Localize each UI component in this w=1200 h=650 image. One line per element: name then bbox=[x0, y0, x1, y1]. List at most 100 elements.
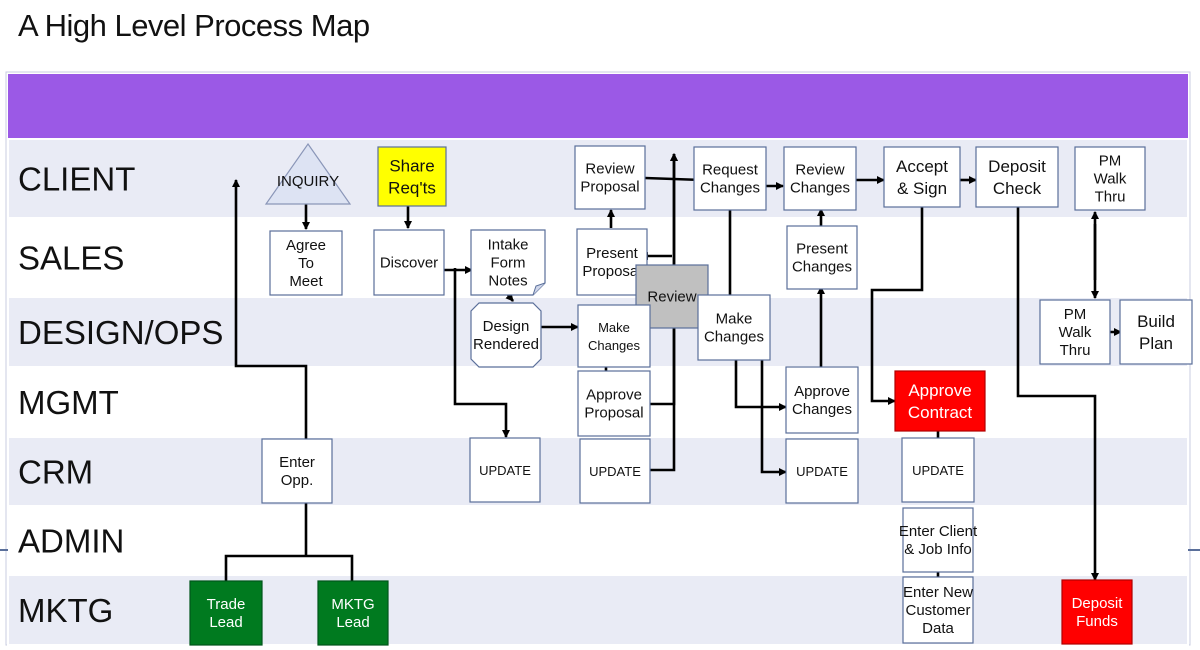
node-label-line: & Sign bbox=[897, 179, 947, 198]
connector-deposit-to-funds bbox=[1016, 207, 1099, 581]
node-label-line: Changes bbox=[588, 338, 641, 353]
connector-make2-to-update3 bbox=[760, 360, 787, 476]
node-shape-box bbox=[693, 146, 767, 211]
node-label-line: MKTG bbox=[331, 596, 374, 613]
node-shape-box bbox=[261, 438, 333, 504]
node-shape-box bbox=[469, 437, 541, 503]
lane-label-mgmt: MGMT bbox=[18, 384, 119, 421]
node-label-line: Lead bbox=[336, 614, 369, 631]
node-enter-client-job-info: Enter Client& Job Info bbox=[899, 507, 978, 573]
node-label-line: Check bbox=[993, 179, 1042, 198]
node-label-line: Changes bbox=[700, 180, 760, 197]
connector-intake-to-design bbox=[505, 293, 514, 302]
connector-accept-to-approve-contract bbox=[870, 207, 924, 405]
node-label-line: Thru bbox=[1060, 342, 1091, 359]
node-shape-box bbox=[785, 438, 859, 504]
node-label-line: Req'ts bbox=[388, 179, 436, 198]
node-shape-triangle bbox=[264, 142, 352, 205]
node-label-line: Enter bbox=[279, 454, 315, 471]
node-accept-sign: Accept & Sign bbox=[883, 146, 961, 208]
node-label-line: UPDATE bbox=[796, 464, 848, 479]
node-label-line: PM bbox=[1099, 153, 1122, 170]
node-shape-octagon bbox=[470, 302, 542, 368]
lane-label-sales: SALES bbox=[18, 240, 124, 277]
node-label-line: & Job Info bbox=[904, 541, 972, 558]
node-label-line: Present bbox=[796, 241, 849, 258]
node-label-line: Plan bbox=[1139, 334, 1173, 353]
node-label-line: Meet bbox=[289, 273, 323, 290]
node-shape-box bbox=[901, 437, 975, 503]
node-shape-box bbox=[317, 580, 389, 646]
lane-label-admin: ADMIN bbox=[18, 523, 124, 560]
lane-label-mktg: MKTG bbox=[18, 592, 113, 629]
node-shape-box bbox=[1039, 299, 1111, 365]
node-shape-box bbox=[902, 507, 974, 573]
node-shape-box bbox=[574, 145, 646, 210]
page-title: A High Level Process Map bbox=[18, 8, 370, 43]
lane-label-design_ops: DESIGN/OPS bbox=[18, 314, 223, 351]
node-label-line: Approve bbox=[908, 381, 971, 400]
node-label-line: Make bbox=[598, 320, 630, 335]
node-inquiry: INQUIRY bbox=[264, 142, 352, 205]
node-label-line: Contract bbox=[908, 403, 973, 422]
node-label-line: UPDATE bbox=[912, 463, 964, 478]
node-shape-box bbox=[1119, 299, 1193, 365]
node-label-line: Lead bbox=[209, 614, 242, 631]
lane-label-client: CLIENT bbox=[18, 161, 135, 198]
node-shape-box bbox=[975, 146, 1059, 208]
node-label-line: Customer bbox=[905, 602, 970, 619]
node-label-line: Discover bbox=[380, 255, 438, 272]
lane-label-crm: CRM bbox=[18, 454, 93, 491]
node-label-line: Agree bbox=[286, 237, 326, 254]
node-label-line: Design bbox=[483, 318, 530, 335]
node-label-line: Form bbox=[491, 255, 526, 272]
note-fold bbox=[532, 282, 546, 296]
node-update-3: UPDATE bbox=[785, 438, 859, 504]
node-label-line: Opp. bbox=[281, 472, 314, 489]
node-label-line: Changes bbox=[792, 401, 852, 418]
node-label-line: Trade bbox=[207, 596, 246, 613]
node-label-line: To bbox=[298, 255, 314, 272]
node-shape-box bbox=[783, 146, 857, 211]
node-update-1: UPDATE bbox=[469, 437, 541, 503]
node-label-line: Enter New bbox=[903, 584, 973, 601]
node-label-line: INQUIRY bbox=[277, 173, 339, 190]
node-label-line: Deposit bbox=[988, 157, 1046, 176]
node-label-line: PM bbox=[1064, 306, 1087, 323]
connector-enter-opp-to-inquiry bbox=[232, 179, 308, 439]
node-label-line: Share bbox=[389, 157, 434, 176]
node-label-line: UPDATE bbox=[589, 464, 641, 479]
node-shape-box bbox=[1074, 146, 1146, 211]
connector-mktg-bracket bbox=[224, 554, 354, 581]
node-label-line: Changes bbox=[790, 180, 850, 197]
node-shape-box bbox=[377, 146, 447, 207]
node-label-line: Walk bbox=[1094, 171, 1127, 188]
node-label-line: Accept bbox=[896, 157, 948, 176]
node-label-line: Thru bbox=[1095, 189, 1126, 206]
node-shape-box bbox=[577, 304, 651, 368]
node-label-line: UPDATE bbox=[479, 463, 531, 478]
node-label-line: Deposit bbox=[1072, 595, 1124, 612]
node-shape-box bbox=[189, 580, 263, 646]
connector-discover-to-update1 bbox=[453, 268, 510, 438]
swimlane-mktg bbox=[7, 574, 1189, 646]
node-label-line: Review bbox=[585, 161, 634, 178]
header-band bbox=[8, 74, 1188, 139]
swimlane-admin bbox=[7, 505, 1189, 576]
node-shape-box bbox=[785, 366, 859, 434]
